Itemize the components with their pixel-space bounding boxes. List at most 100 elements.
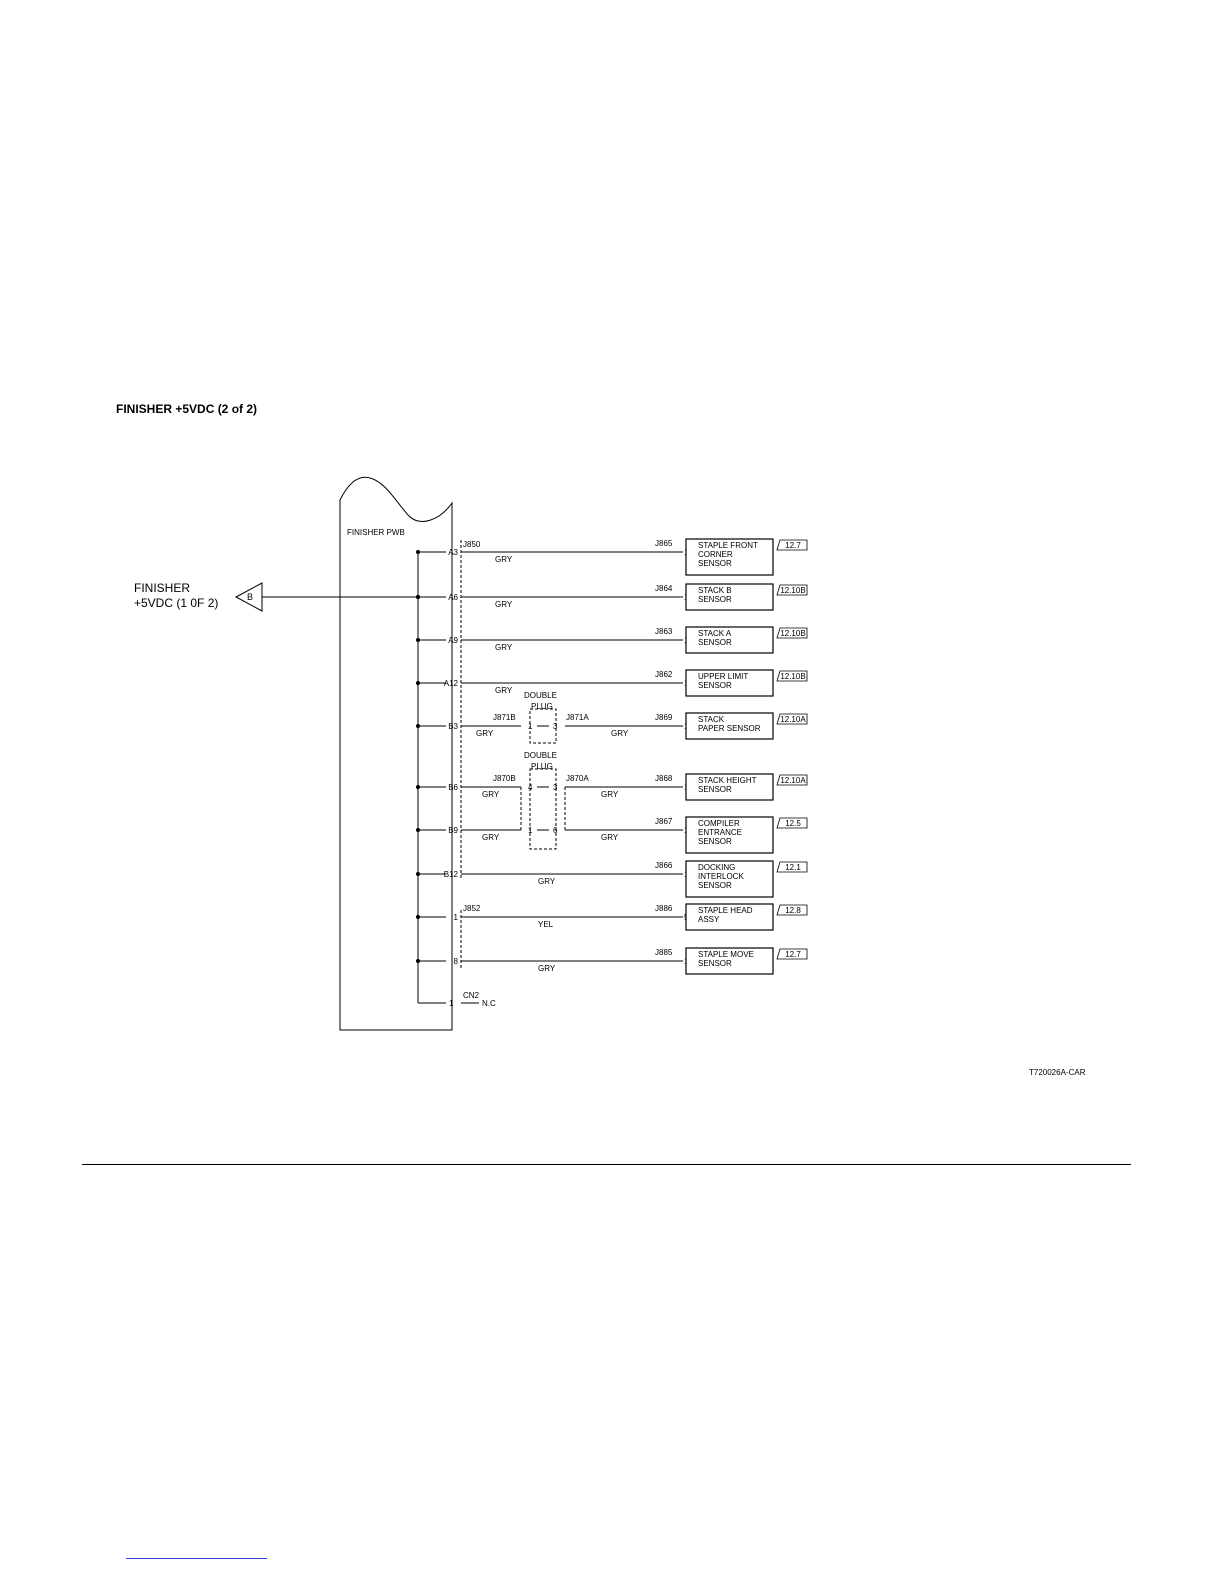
pwb-pin-6: B9 (448, 826, 458, 835)
bus-junction-8 (416, 915, 420, 919)
cn2-nc: N.C (482, 999, 496, 1008)
sensor-label-0-0: STAPLE FRONT (698, 541, 758, 550)
sensor-connector-9: J885 (655, 948, 673, 957)
j852-label: J852 (463, 904, 481, 913)
input-label-line1: FINISHER (134, 581, 190, 595)
sensor-label-9-1: SENSOR (698, 959, 732, 968)
ref-label-9: 12.7 (785, 950, 801, 959)
plug2-pin-a-left: 4 (528, 783, 533, 792)
plug1-body (529, 708, 557, 744)
sensor-box-9 (685, 947, 774, 975)
ref-tag-2 (776, 627, 808, 639)
pwb-pin-0: A3 (448, 548, 458, 557)
ref-label-7: 12.1 (785, 863, 801, 872)
input-marker-letter: B (247, 592, 253, 602)
plug2-wire-a-right: GRY (601, 790, 619, 799)
sensor-box-6 (685, 816, 774, 854)
ref-label-1: 12.10B (780, 586, 805, 595)
bus-junction-2 (416, 638, 420, 642)
ref-tag-0 (776, 539, 808, 551)
sensor-label-7-1: INTERLOCK (698, 872, 744, 881)
pwb-pin-1: A6 (448, 593, 458, 602)
plug2-wire-b-left: GRY (482, 833, 500, 842)
ref-label-3: 12.10B (780, 672, 805, 681)
pwb-pin-2: A9 (448, 636, 458, 645)
ref-label-5: 12.10A (780, 776, 806, 785)
sensor-connector-5: J868 (655, 774, 673, 783)
plug2-pin-b-right: 6 (553, 826, 558, 835)
plug2-pin-b-left: 1 (528, 826, 533, 835)
plug1-left-pin: 1 (528, 722, 533, 731)
sensor-box-7 (685, 860, 774, 898)
pwb-pin-8: 1 (454, 913, 459, 922)
wire-color-8: YEL (538, 920, 554, 929)
plug2-wire-b-right: GRY (601, 833, 619, 842)
plug1-right-wire: GRY (611, 729, 629, 738)
plug2-label2: PLUG (531, 762, 553, 771)
wire-color-7: GRY (538, 877, 556, 886)
plug2-right-conn: J870A (566, 774, 589, 783)
ref-label-8: 12.8 (785, 906, 801, 915)
sensor-connector-4: J869 (655, 713, 673, 722)
plug2-wire-a-left: GRY (482, 790, 500, 799)
sensor-label-8-0: STAPLE HEAD (698, 906, 753, 915)
sensor-label-8-1: ASSY (698, 915, 720, 924)
sensor-label-5-1: SENSOR (698, 785, 732, 794)
pwb-outline (339, 476, 453, 1031)
sensor-box-1 (685, 583, 774, 611)
sensor-box-5 (685, 773, 774, 801)
sensor-label-5-0: STACK HEIGHT (698, 776, 757, 785)
ref-tag-3 (776, 670, 808, 682)
bus-junction-5 (416, 785, 420, 789)
sensor-connector-6: J867 (655, 817, 673, 826)
plug1-left-conn: J871B (493, 713, 516, 722)
ref-tag-4 (776, 713, 808, 725)
sensor-label-7-2: SENSOR (698, 881, 732, 890)
ref-tag-9 (776, 948, 808, 960)
sensor-connector-7: J866 (655, 861, 673, 870)
bus-junction-7 (416, 872, 420, 876)
sensor-label-9-0: STAPLE MOVE (698, 950, 754, 959)
ref-label-0: 12.7 (785, 541, 801, 550)
sensor-label-4-1: PAPER SENSOR (698, 724, 761, 733)
footer-link-underline (126, 1558, 267, 1559)
sensor-connector-2: J863 (655, 627, 673, 636)
sensor-label-2-1: SENSOR (698, 638, 732, 647)
page-divider (82, 1164, 1131, 1165)
sensor-box-8 (685, 903, 774, 931)
plug1-right-conn: J871A (566, 713, 589, 722)
sensor-label-7-0: DOCKING (698, 863, 735, 872)
page-title: FINISHER +5VDC (2 of 2) (116, 402, 258, 416)
plug2-body (529, 768, 557, 850)
ref-label-4: 12.10A (780, 715, 806, 724)
plug1-left-wire: GRY (476, 729, 494, 738)
sensor-box-4 (685, 712, 774, 740)
sensor-label-1-1: SENSOR (698, 595, 732, 604)
wire-color-0: GRY (495, 555, 513, 564)
bus-junction-3 (416, 681, 420, 685)
pwb-pin-5: B6 (448, 783, 458, 792)
sensor-connector-3: J862 (655, 670, 673, 679)
sensor-label-3-0: UPPER LIMIT (698, 672, 748, 681)
sensor-connector-0: J865 (655, 539, 673, 548)
pwb-pin-4: B3 (448, 722, 458, 731)
wire-color-2: GRY (495, 643, 513, 652)
sensor-box-3 (685, 669, 774, 697)
ref-tag-5 (776, 774, 808, 786)
bus-junction-9 (416, 959, 420, 963)
bus-junction-0 (416, 550, 420, 554)
bus-junction-1 (416, 595, 420, 599)
sensor-box-0 (685, 538, 774, 576)
j850-label: J850 (463, 540, 481, 549)
pwb-pin-9: 8 (454, 957, 459, 966)
plug2-left-conn: J870B (493, 774, 516, 783)
sensor-label-6-0: COMPILER (698, 819, 740, 828)
plug1-right-pin: 3 (553, 722, 558, 731)
sensor-connector-1: J864 (655, 584, 673, 593)
ref-label-6: 12.5 (785, 819, 801, 828)
sensor-label-1-0: STACK B (698, 586, 732, 595)
wire-color-3: GRY (495, 686, 513, 695)
sensor-label-3-1: SENSOR (698, 681, 732, 690)
ref-label-2: 12.10B (780, 629, 805, 638)
